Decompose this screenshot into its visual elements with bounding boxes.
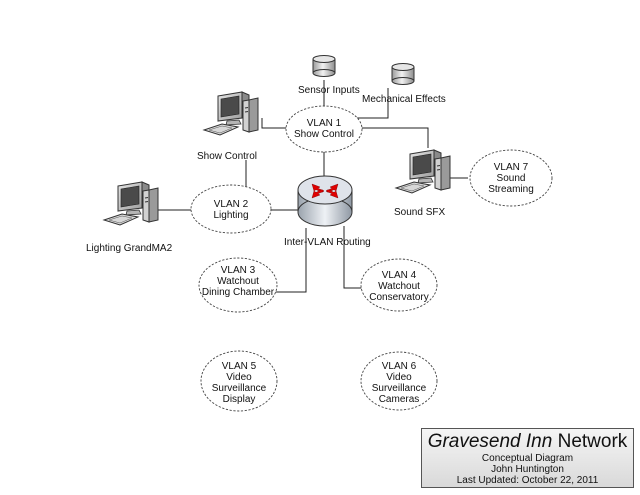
vlan2-line1: VLAN 2 [213, 199, 249, 210]
vlan6-cloud [360, 351, 438, 411]
vlan6-line1: VLAN 6 [381, 361, 417, 372]
vlan5-line4: Display [222, 394, 256, 405]
vlan6-line3: Surveillance [371, 383, 427, 394]
vlan4-line3: Conservatory [369, 292, 429, 303]
vlan1-label: VLAN 1 Show Control [286, 118, 362, 140]
vlan1-line2: Show Control [293, 129, 355, 140]
sound-sfx-label: Sound SFX [394, 207, 446, 218]
vlan5-line1: VLAN 5 [221, 361, 257, 372]
title-italic: Gravesend Inn [427, 431, 553, 452]
inter-vlan-routing-label: Inter-VLAN Routing [284, 237, 371, 248]
title-rest: Network [552, 431, 628, 452]
link-vlan1-sound-sfx [360, 127, 429, 148]
title-block: Gravesend Inn Network Conceptual Diagram… [421, 428, 634, 488]
vlan7-cloud [469, 149, 553, 207]
sound-sfx-computer-icon [395, 149, 451, 194]
diagram-author: John Huntington [491, 464, 564, 475]
router-icon [297, 175, 353, 227]
diagram-title: Gravesend Inn Network [422, 431, 633, 453]
vlan6-line2: Video [386, 372, 412, 383]
vlan4-cloud [360, 258, 438, 312]
vlan3-line3: Dining Chamber [201, 287, 275, 298]
vlan4-line2: Watchout [378, 281, 420, 292]
vlan2-cloud [190, 184, 272, 234]
vlan3-label: VLAN 3 Watchout Dining Chamber [195, 265, 281, 298]
link-router-vlan3 [270, 228, 307, 293]
vlan3-line1: VLAN 3 [220, 265, 256, 276]
mechanical-effects-label: Mechanical Effects [362, 94, 446, 105]
vlan1-cloud [285, 105, 363, 153]
vlan1-line1: VLAN 1 [306, 118, 342, 129]
vlan5-line2: Video [226, 372, 252, 383]
vlan2-line2: Lighting [213, 210, 249, 221]
vlan4-line1: VLAN 4 [381, 270, 417, 281]
vlan7-line2: Sound [496, 173, 526, 184]
vlan2-label: VLAN 2 Lighting [191, 199, 271, 221]
mechanical-effects-database-icon [391, 63, 415, 85]
vlan3-line2: Watchout [217, 276, 259, 287]
vlan6-line4: Cameras [378, 394, 420, 405]
sensor-inputs-label: Sensor Inputs [298, 85, 360, 96]
vlan5-line3: Surveillance [211, 383, 267, 394]
router-arrows-icon [311, 183, 339, 199]
diagram-subtitle: Conceptual Diagram [481, 453, 574, 464]
vlan4-label: VLAN 4 Watchout Conservatory [359, 270, 439, 303]
vlan7-line3: Streaming [488, 184, 534, 195]
lighting-computer-icon [103, 181, 159, 226]
show-control-label: Show Control [197, 151, 258, 162]
link-vlan1-mechanical-effects [356, 88, 389, 119]
vlan6-label: VLAN 6 Video Surveillance Cameras [359, 361, 439, 405]
vlan3-cloud [198, 257, 278, 313]
vlan5-label: VLAN 5 Video Surveillance Display [199, 361, 279, 405]
link-router-vlan4 [343, 226, 368, 289]
show-control-computer-icon [203, 91, 259, 136]
lighting-grandma2-label: Lighting GrandMA2 [86, 243, 173, 254]
vlan7-line1: VLAN 7 [493, 162, 529, 173]
vlan7-label: VLAN 7 Sound Streaming [471, 162, 551, 195]
sensor-inputs-database-icon [312, 55, 336, 77]
diagram-last-updated: Last Updated: October 22, 2011 [456, 475, 599, 486]
link-show-control-pc-vlan1 [261, 118, 290, 129]
vlan5-cloud [200, 350, 278, 412]
